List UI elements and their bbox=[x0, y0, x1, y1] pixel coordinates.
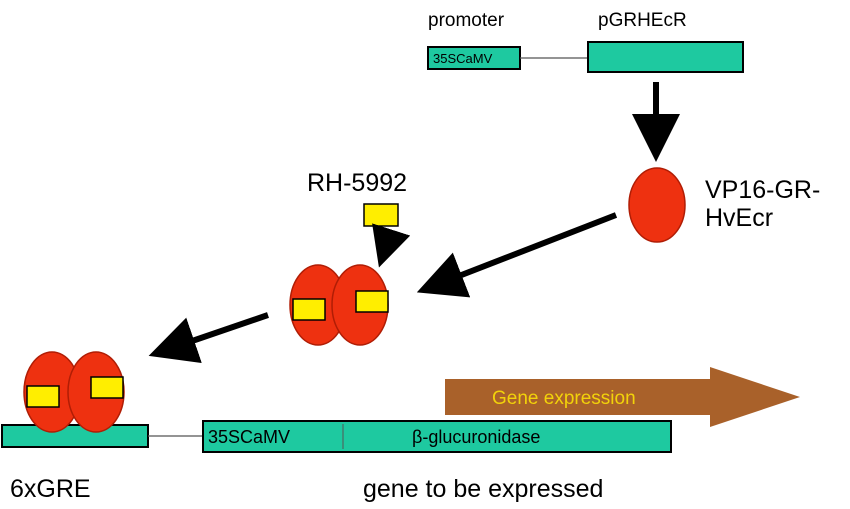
promoter-box-label: 35SCaMV bbox=[433, 51, 493, 66]
gene-caption-label: gene to be expressed bbox=[363, 475, 603, 503]
reporter-gene-label: β-glucuronidase bbox=[412, 427, 540, 447]
reporter-box bbox=[202, 420, 672, 453]
arrow-to-dimer-icon bbox=[416, 212, 618, 298]
reporter-promoter-label: 35SCaMV bbox=[208, 427, 290, 447]
expression-arrow-icon bbox=[445, 367, 800, 427]
expression-label: Gene expression bbox=[492, 388, 636, 409]
ligand-square-icon bbox=[363, 203, 399, 227]
ligand-label: RH-5992 bbox=[307, 169, 407, 197]
bound-ligand-left-icon bbox=[26, 385, 60, 408]
protein-monomer-icon bbox=[628, 167, 686, 243]
protein-label-line1: VP16-GR- bbox=[705, 176, 820, 204]
ligand-arrow-icon bbox=[372, 223, 411, 268]
bound-ligand-right-icon bbox=[90, 376, 124, 399]
construct-label: pGRHEcR bbox=[598, 10, 687, 31]
promoter-label: promoter bbox=[428, 10, 505, 31]
construct-gene-box bbox=[587, 41, 744, 73]
arrow-to-dna-icon bbox=[148, 312, 269, 364]
gre-label: 6xGRE bbox=[10, 475, 91, 503]
gre-box bbox=[1, 424, 149, 448]
protein-label-line2: HvEcr bbox=[705, 204, 773, 232]
dimer-ligand-left-icon bbox=[292, 298, 326, 321]
dimer-ligand-right-icon bbox=[355, 290, 389, 313]
